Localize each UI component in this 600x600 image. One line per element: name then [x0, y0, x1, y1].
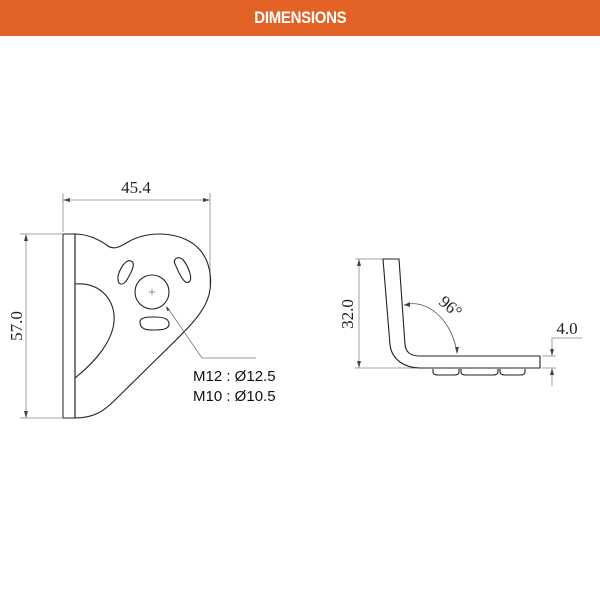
thickness-dimension-label: 4.0: [556, 319, 577, 338]
hole-callout-leader: [166, 306, 256, 359]
side-view: 32.0 96° 4.0: [338, 258, 582, 386]
header-title: DIMENSIONS: [253, 8, 347, 27]
width-dimension-label: 45.4: [121, 178, 151, 197]
bracket-front-outline: [62, 233, 212, 419]
hole-callout-m12: M12 : Ø12.5: [193, 368, 276, 385]
side-height-dimension-label: 32.0: [338, 299, 357, 329]
header-banner: DIMENSIONS: [0, 0, 600, 36]
angle-dimension-label: 96°: [435, 292, 465, 322]
hole-center-mark: [149, 289, 155, 295]
width-dimension: [62, 193, 211, 285]
hole-callout-m10: M10 : Ø10.5: [193, 388, 276, 405]
bracket-side-profile: [382, 258, 541, 376]
thickness-dimension: [542, 337, 582, 386]
height-dimension-label: 57.0: [7, 311, 26, 341]
height-dimension: [20, 233, 62, 419]
angle-dimension: [403, 302, 459, 354]
front-view: 45.4 57.0: [7, 178, 276, 419]
